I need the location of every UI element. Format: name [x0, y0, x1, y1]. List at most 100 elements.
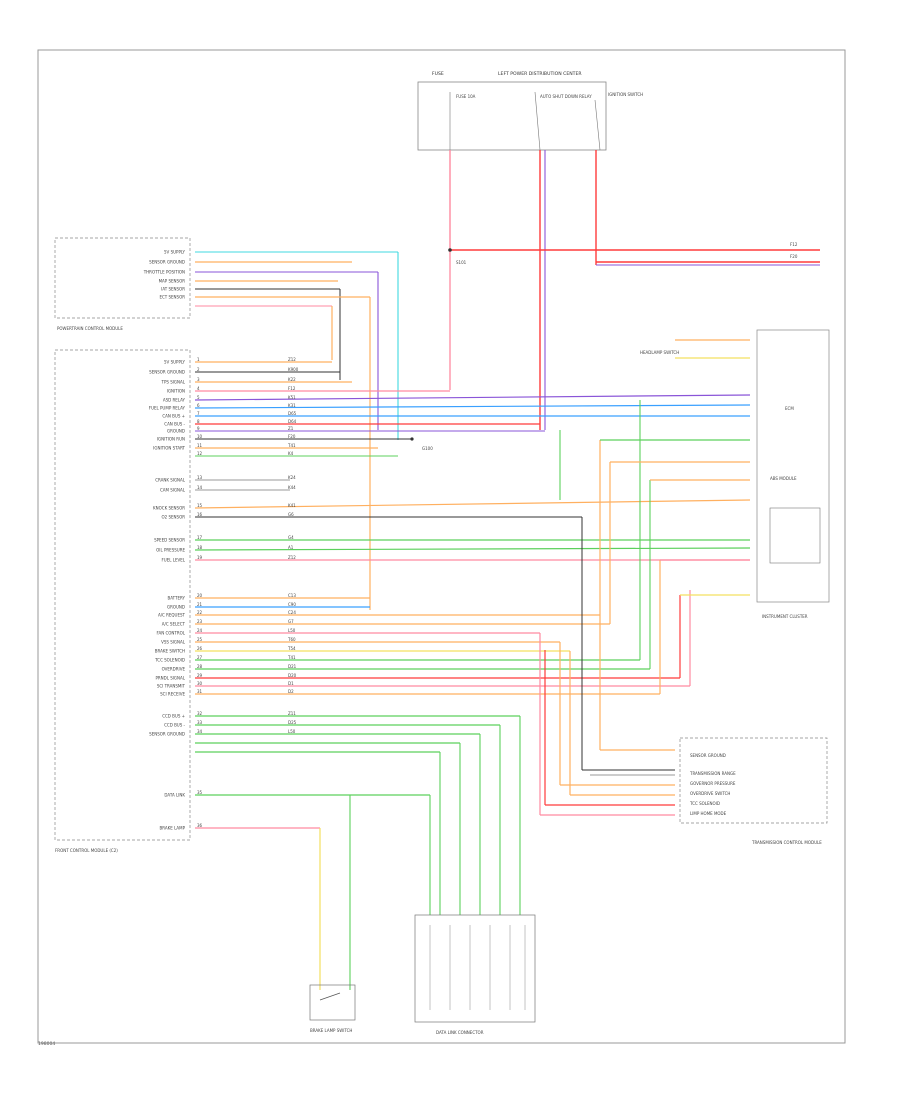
svg-text:TRANSMISSION RANGE: TRANSMISSION RANGE — [689, 771, 736, 776]
pin-label-main: SPEED SENSOR — [154, 538, 185, 543]
pin-label-main: FUEL PUMP RELAY — [149, 406, 186, 411]
pin-label-main: SCI TRANSMIT — [157, 684, 186, 689]
pin-label-main: CCD BUS + — [162, 714, 185, 719]
pin-label-main: DATA LINK — [164, 793, 185, 798]
pin-number: 9 — [197, 426, 200, 431]
svg-text:F20: F20 — [790, 254, 798, 259]
pin-label-main: ASD RELAY — [163, 398, 186, 403]
svg-text:GOVERNOR PRESSURE: GOVERNOR PRESSURE — [690, 781, 736, 786]
pin-number: 10 — [197, 434, 203, 439]
pin-label-main: BRAKE SWITCH — [155, 649, 185, 654]
wire-code: G7 — [288, 619, 294, 624]
pin-number: 28 — [197, 664, 203, 669]
wire-code: C13 — [288, 593, 296, 598]
wire-code: K24 — [288, 475, 296, 480]
wire-code: Z1 — [288, 426, 294, 431]
pin-number: 14 — [197, 485, 203, 490]
pin-label-main: CAN BUS - — [164, 422, 185, 427]
pin-number: 34 — [197, 729, 203, 734]
svg-text:DATA LINK CONNECTOR: DATA LINK CONNECTOR — [436, 1030, 484, 1035]
pin-label-main: IGNITION — [167, 389, 185, 394]
pin-label-main: OIL PRESSURE — [156, 548, 185, 553]
wire-code: D21 — [288, 664, 297, 669]
pin-number: 6 — [197, 403, 200, 408]
data-link-connector — [414, 914, 536, 1023]
pin-number: 2 — [197, 367, 200, 372]
wire-code: L50 — [288, 729, 296, 734]
pin-label-main: A/C REQUEST — [158, 613, 186, 618]
pin-number: 11 — [197, 443, 203, 448]
pin-number: 18 — [197, 545, 203, 550]
transmission-control-module — [679, 737, 828, 824]
pin-number: 33 — [197, 720, 203, 725]
pin-number: 8 — [197, 419, 200, 424]
wire-code: D1 — [288, 681, 294, 686]
svg-text:INSTRUMENT CLUSTER: INSTRUMENT CLUSTER — [762, 614, 808, 619]
pin-label-main: CRANK SIGNAL — [155, 478, 186, 483]
pin-label-main: CAM SIGNAL — [160, 488, 186, 493]
pin-number: 21 — [197, 602, 203, 607]
powertrain-module-top — [54, 237, 191, 319]
pin-label-main: IGNITION START — [153, 446, 185, 451]
pin-number: 16 — [197, 512, 203, 517]
bottom-wires — [319, 716, 521, 990]
pin-number: 29 — [197, 673, 203, 678]
wire-code: Z12 — [288, 555, 296, 560]
wire-code: K31 — [288, 403, 296, 408]
svg-text:FRONT CONTROL MODULE (C2): FRONT CONTROL MODULE (C2) — [55, 848, 118, 853]
svg-text:ECM: ECM — [785, 406, 794, 411]
pin-label-main: KNOCK SENSOR — [153, 506, 185, 511]
svg-text:AUTO SHUT DOWN RELAY: AUTO SHUT DOWN RELAY — [540, 94, 592, 99]
wire-code: T41 — [287, 655, 296, 660]
brake-lamp-switch — [309, 984, 356, 1021]
pin-label-main: A/C SELECT — [162, 622, 186, 627]
svg-text:FUSE: FUSE — [432, 71, 444, 77]
pin-number: 3 — [197, 377, 200, 382]
svg-text:TRANSMISSION CONTROL MODULE: TRANSMISSION CONTROL MODULE — [751, 840, 822, 845]
svg-text:ABS MODULE: ABS MODULE — [770, 476, 797, 481]
power-distribution-box — [417, 81, 607, 151]
pin-number: 5 — [197, 395, 200, 400]
pin-number: 35 — [197, 790, 203, 795]
top-feed-wires: S101 F12 F20 — [448, 150, 820, 430]
wire-code: K4 — [288, 451, 294, 456]
svg-text:HEADLAMP SWITCH: HEADLAMP SWITCH — [640, 350, 679, 355]
pin-number: 1 — [197, 357, 200, 362]
pin-label-top: ECT SENSOR — [159, 295, 185, 300]
pin-label-main: TPS SIGNAL — [161, 380, 186, 385]
front-control-module — [54, 349, 191, 841]
svg-text:OVERDRIVE SWITCH: OVERDRIVE SWITCH — [690, 791, 730, 796]
pin-label-top: 5V SUPPLY — [164, 250, 186, 255]
wire-code: C90 — [288, 602, 296, 607]
pin-label-main: SENSOR GROUND — [149, 370, 185, 375]
pin-number: 36 — [197, 823, 203, 828]
pin-label-main: FAN CONTROL — [157, 631, 186, 636]
pin-label-main: PRNDL SIGNAL — [155, 676, 185, 681]
wire-code: F12 — [288, 386, 296, 391]
pin-label-main: CCD BUS - — [164, 723, 185, 728]
pin-number: 17 — [197, 535, 203, 540]
vertical-wires-right — [539, 400, 750, 816]
svg-text:LIMP HOME MODE: LIMP HOME MODE — [690, 811, 727, 816]
pin-number: 19 — [197, 555, 203, 560]
pin-label-top: THROTTLE POSITION — [143, 270, 185, 275]
svg-text:SENSOR GROUND: SENSOR GROUND — [690, 753, 726, 758]
wire-code: F20 — [288, 434, 296, 439]
wire-code: G4 — [288, 535, 294, 540]
main-wire-bundle: G100 — [194, 361, 751, 829]
pin-label-main: CAN BUS + — [162, 414, 185, 419]
wire-code: D65 — [288, 411, 297, 416]
wire-code: L50 — [288, 628, 296, 633]
wire-code: K51 — [288, 395, 296, 400]
wire-code: D64 — [288, 419, 297, 424]
pin-label-main: O2 SENSOR — [162, 515, 186, 520]
pin-label-top: IAT SENSOR — [161, 287, 185, 292]
pin-number: 24 — [197, 628, 203, 633]
power-distribution-label: LEFT POWER DISTRIBUTION CENTER — [498, 71, 582, 77]
wire-code: K44 — [288, 485, 296, 490]
wire-code: T41 — [287, 443, 296, 448]
svg-text:F12: F12 — [790, 242, 798, 247]
wire-code: D2 — [288, 689, 294, 694]
